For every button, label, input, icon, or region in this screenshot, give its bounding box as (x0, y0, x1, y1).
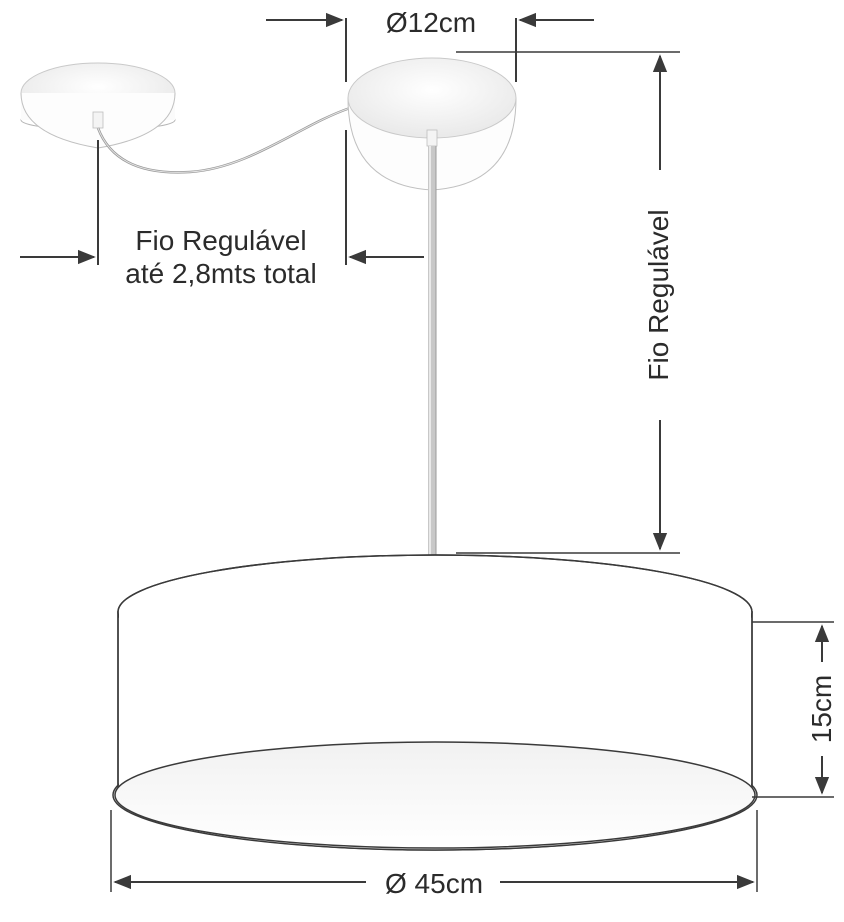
horizontal-cable-dimension: Fio Regulável até 2,8mts total (20, 130, 424, 289)
horizontal-cable-label-line1: Fio Regulável (135, 225, 306, 256)
horizontal-cable-label-line2: até 2,8mts total (125, 258, 316, 289)
drum-shade (112, 554, 758, 851)
shade-diameter-label: Ø 45cm (385, 868, 483, 899)
right-canopy (347, 57, 517, 191)
canopy-diameter-dimension: Ø12cm (266, 7, 594, 82)
vertical-cable-dimension: Fio Regulável (456, 51, 680, 554)
shade-diameter-dimension: Ø 45cm (110, 810, 758, 899)
vertical-cable-label: Fio Regulável (643, 209, 674, 380)
shade-height-dimension: 15cm (752, 621, 837, 798)
shade-height-label: 15cm (806, 675, 837, 743)
canopy-diameter-label: Ø12cm (386, 7, 476, 38)
left-canopy (20, 62, 176, 149)
vertical-cable (428, 146, 437, 556)
